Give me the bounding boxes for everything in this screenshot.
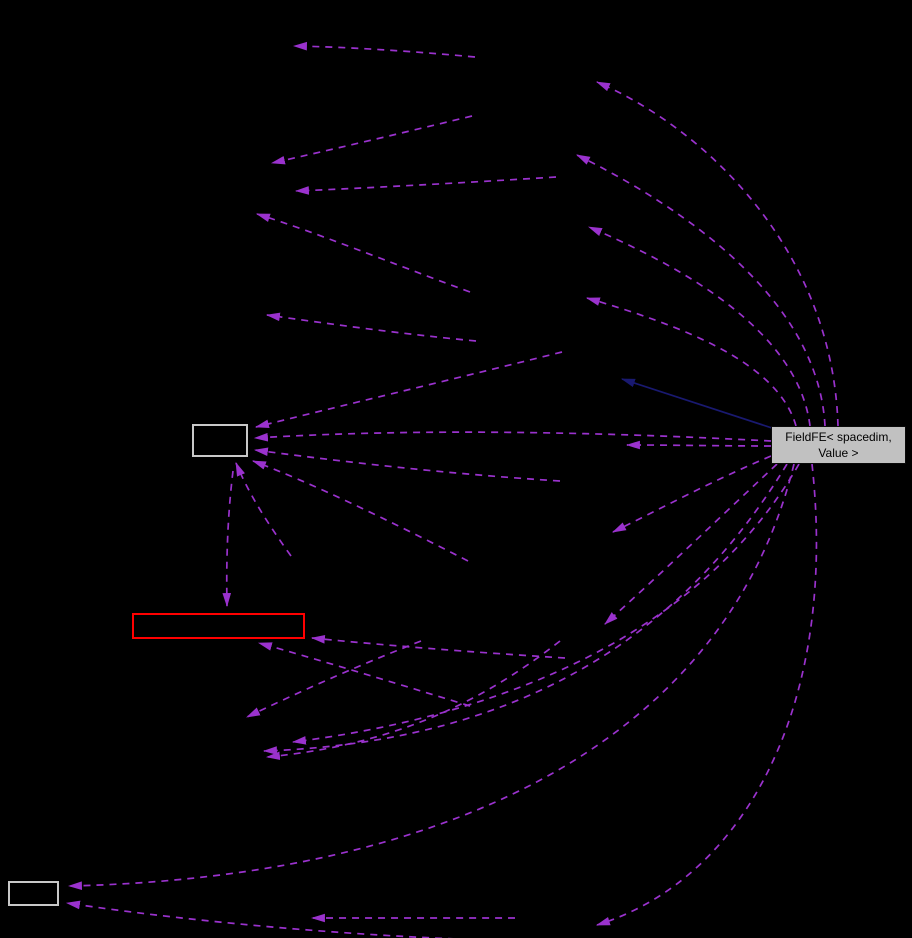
graph-edge-a2: [576, 154, 826, 427]
graph-edge-c1: [625, 440, 772, 450]
graph-edge-f3: [294, 176, 557, 195]
graph-edge-a1: [596, 81, 839, 427]
graph-edge-e5: [235, 462, 292, 557]
graph-edge-f5: [265, 312, 477, 342]
graph-node-fieldfe[interactable]: FieldFE< spacedim, Value >: [771, 426, 906, 464]
graph-edge-e1: [254, 351, 563, 429]
graph-edge-e4: [251, 460, 469, 562]
graph-edge-f1: [292, 41, 476, 58]
graph-edge-b1: [620, 378, 776, 430]
graph-edge-h1: [246, 640, 422, 718]
graph-edge-a4: [585, 297, 797, 427]
graph-edge-e3: [253, 447, 561, 482]
graph-edge-j3: [67, 463, 795, 891]
graph-edge-a3: [588, 226, 811, 427]
graph-edge-d1: [612, 455, 772, 533]
graph-edge-g3: [257, 642, 471, 707]
graph-edge-h4: [265, 640, 561, 761]
graph-edge-d2: [604, 463, 778, 625]
graph-edge-j2: [595, 463, 818, 926]
graph-edge-e2: [253, 431, 772, 442]
fieldfe-node-label: FieldFE< spacedim, Value >: [785, 429, 892, 460]
graph-node-unlabeled-mid-left[interactable]: [192, 424, 248, 457]
graph-edge-g2: [310, 634, 566, 659]
graph-edge-f4: [255, 213, 471, 293]
graph-edge-j4: [65, 900, 454, 938]
graph-edge-h2: [291, 463, 800, 745]
graph-edge-h3: [262, 463, 788, 755]
graph-edge-f2: [270, 115, 473, 165]
graph-node-unlabeled-bottom-left[interactable]: [8, 881, 59, 906]
graph-node-unlabeled-red[interactable]: [132, 613, 305, 639]
graph-edge-g1: [222, 470, 234, 608]
